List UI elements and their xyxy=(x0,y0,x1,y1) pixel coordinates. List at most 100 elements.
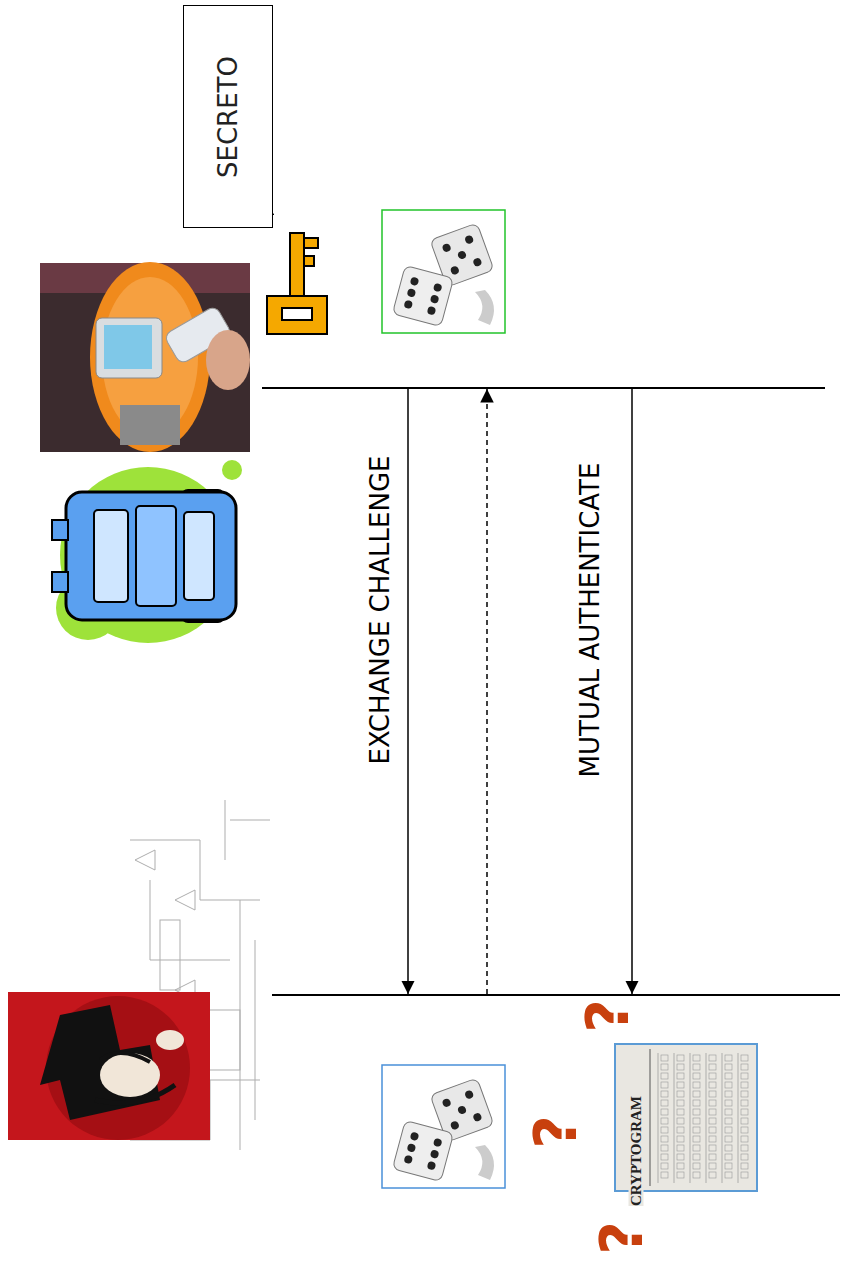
lifeline xyxy=(262,388,840,995)
grid-cell xyxy=(741,1100,748,1106)
message-arrow xyxy=(408,389,632,994)
bus-icon-part xyxy=(52,520,68,540)
grid-cell xyxy=(693,1172,700,1178)
grid-cell xyxy=(693,1145,700,1151)
grid-cell xyxy=(677,1073,684,1079)
grid-cell xyxy=(709,1154,716,1160)
message-arrow-part xyxy=(631,389,633,994)
grid-cell xyxy=(725,1091,732,1097)
grid-cell xyxy=(709,1163,716,1169)
dice-icon-part-part xyxy=(433,1138,443,1148)
key-icon-part xyxy=(304,238,318,248)
dice-icon-part-part xyxy=(407,288,417,298)
grid-cell xyxy=(741,1127,748,1133)
dice-icon-part-part xyxy=(427,1161,437,1171)
grid-cell xyxy=(709,1136,716,1142)
validator-photo-part xyxy=(96,318,162,378)
grid-cell xyxy=(693,1127,700,1133)
message-arrow-part xyxy=(407,389,409,994)
grid-cell xyxy=(661,1073,668,1079)
dice-icon-part-part xyxy=(450,1120,460,1130)
lifeline-part xyxy=(262,387,825,389)
attacker-picture-part xyxy=(100,1053,150,1062)
circuit-schematic-part xyxy=(225,800,226,860)
grid-cell xyxy=(709,1172,716,1178)
dice-icon-part-part xyxy=(392,1120,453,1181)
dice-icon-part-part xyxy=(403,1155,413,1165)
grid-cell xyxy=(693,1082,700,1088)
grid-cell xyxy=(725,1109,732,1115)
title-rule xyxy=(650,1049,651,1186)
grid-cell xyxy=(693,1136,700,1142)
grid-cell xyxy=(661,1154,668,1160)
grid-cell xyxy=(661,1163,668,1169)
attacker-picture-part xyxy=(8,992,210,1140)
grid-cell xyxy=(741,1172,748,1178)
grid-cell xyxy=(709,1073,716,1079)
question-mark: ? xyxy=(593,1221,651,1255)
grid-cell xyxy=(661,1127,668,1133)
grid-line xyxy=(690,1053,691,1183)
grid-cell xyxy=(725,1127,732,1133)
dice-icon-part-part xyxy=(410,1131,420,1141)
validator-photo-part xyxy=(40,263,250,452)
dice-icon-part-part xyxy=(472,1112,482,1122)
grid-cell xyxy=(709,1082,716,1088)
grid-cell xyxy=(709,1127,716,1133)
dice-icon-part xyxy=(382,1065,505,1188)
grid-cell xyxy=(725,1118,732,1124)
dice-icon xyxy=(382,210,505,333)
dice-icon-part xyxy=(382,210,505,333)
cryptogram-picture: CRYPTOGRAM xyxy=(614,1043,758,1192)
key-icon-part xyxy=(290,233,304,298)
dice-icon-part-part xyxy=(441,1098,451,1108)
dice-icon-part-part xyxy=(430,294,440,304)
question-mark: ? xyxy=(579,999,637,1033)
grid-cell xyxy=(741,1064,748,1070)
grid-cell xyxy=(677,1100,684,1106)
grid-cell xyxy=(741,1073,748,1079)
grid-cell xyxy=(693,1055,700,1061)
grid-cell xyxy=(725,1055,732,1061)
attacker-picture-part xyxy=(100,1053,160,1097)
grid-cell xyxy=(725,1154,732,1160)
dice-icon-part xyxy=(392,265,453,326)
grid-cell xyxy=(693,1064,700,1070)
node-text: CRYPTOGRAM xyxy=(628,1096,643,1206)
grid-cell xyxy=(709,1109,716,1115)
circuit-schematic-part xyxy=(135,850,155,870)
grid-cell xyxy=(693,1109,700,1115)
dice-icon-part-part xyxy=(403,300,413,310)
lifeline-part xyxy=(272,994,840,996)
dice-icon-part xyxy=(475,1145,494,1180)
callout-box: SECRETO xyxy=(183,5,273,228)
circuit-schematic-part xyxy=(240,900,241,1150)
dice-icon-part-part xyxy=(457,1105,467,1115)
grid-cell xyxy=(741,1163,748,1169)
grid-cell xyxy=(677,1082,684,1088)
circuit-schematic-part xyxy=(255,940,256,1120)
grid-cell xyxy=(693,1073,700,1079)
circuit-schematic-part xyxy=(160,920,180,990)
grid-cell xyxy=(741,1055,748,1061)
grid-line xyxy=(738,1053,739,1183)
grid-cell xyxy=(661,1091,668,1097)
dice-icon-part-part xyxy=(464,234,474,244)
grid-line xyxy=(706,1053,707,1183)
attacker-picture xyxy=(8,992,210,1140)
dice-icon-part-part xyxy=(410,276,420,286)
dice-icon-part-part xyxy=(430,1149,440,1159)
dice-icon-part-part xyxy=(427,306,437,316)
dice-icon-part xyxy=(392,1120,453,1181)
grid-cell xyxy=(725,1172,732,1178)
grid-cell xyxy=(677,1109,684,1115)
bus-icon-part xyxy=(52,572,68,592)
message-label: EXCHANGE CHALLENGE xyxy=(367,455,393,764)
validator-photo-part xyxy=(206,330,250,390)
circuit-schematic-part xyxy=(230,820,270,821)
grid-cell xyxy=(677,1172,684,1178)
circuit-schematic-part xyxy=(175,890,195,910)
grid-cell xyxy=(677,1145,684,1151)
message-label: MUTUAL AUTHENTICATE xyxy=(577,463,603,778)
attacker-picture-part xyxy=(156,1030,184,1050)
